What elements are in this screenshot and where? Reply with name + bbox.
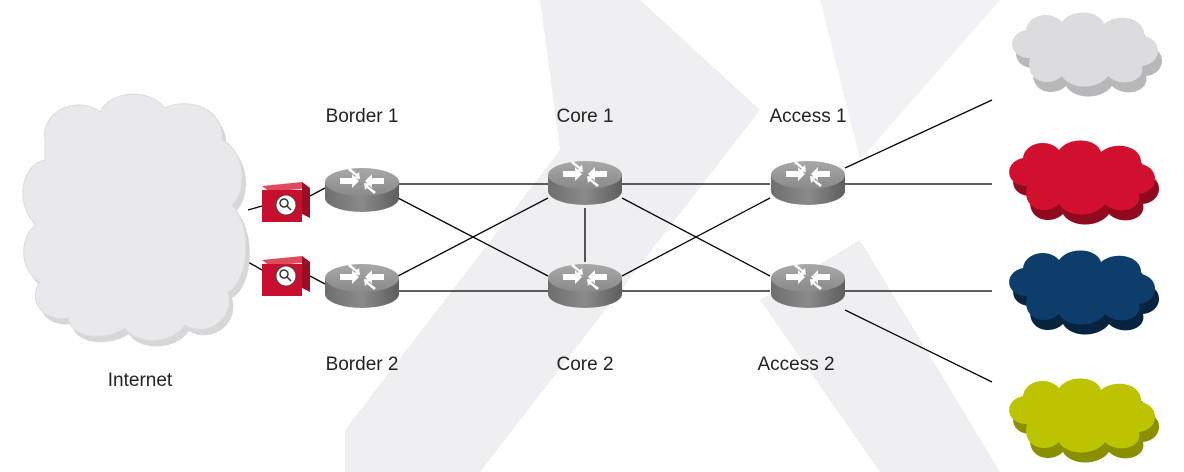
core-1-label: Core 1: [556, 106, 613, 127]
router-access-1-icon: [771, 161, 845, 205]
cloud-red-icon: [1009, 140, 1160, 225]
border-1-label: Border 1: [326, 106, 399, 127]
router-core-1-icon: [548, 161, 622, 205]
background-watermark: [345, 0, 1000, 472]
cloud-green-icon: [1009, 378, 1160, 463]
router-border-2-icon: [325, 264, 399, 308]
access-2-label: Access 2: [757, 354, 834, 375]
access-1-label: Access 1: [769, 106, 846, 127]
core-2-label: Core 2: [556, 354, 613, 375]
firewall-2-icon: [262, 256, 310, 296]
links: [247, 99, 993, 383]
router-border-1-icon: [325, 168, 399, 212]
firewall-1-icon: [262, 182, 310, 222]
cloud-blue-icon: [1009, 250, 1160, 335]
router-core-2-icon: [548, 264, 622, 308]
internet-label: Internet: [108, 370, 173, 391]
cloud-gray-icon: [1012, 12, 1163, 97]
internet-cloud-icon: [22, 93, 250, 347]
border-2-label: Border 2: [326, 354, 399, 375]
router-access-2-icon: [771, 264, 845, 308]
